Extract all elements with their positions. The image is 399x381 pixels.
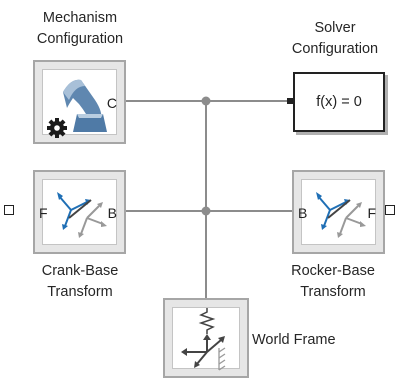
mechanism-configuration-label: Mechanism Configuration [36, 10, 124, 47]
rocker-base-transform-label: Rocker-Base Transform [291, 263, 375, 300]
rocker-port-f: F [367, 205, 376, 221]
crank-base-transform-label: Crank-Base Transform [41, 263, 119, 300]
rocker-base-transform-block[interactable]: B F [292, 170, 385, 254]
crank-port-f: F [39, 205, 48, 221]
world-frame-label: World Frame [252, 332, 336, 348]
world-frame-block[interactable] [163, 298, 249, 378]
rocker-port-b: B [298, 205, 308, 221]
crank-base-transform-block[interactable]: F B [33, 170, 126, 254]
solver-configuration-label: Solver Configuration [291, 20, 379, 57]
rocker-frame-port-box [385, 205, 395, 215]
junction-dot-top [201, 96, 211, 106]
world-frame-icon [181, 308, 226, 371]
mechanism-port-c: C [106, 95, 117, 111]
solver-configuration-block[interactable]: f(x) = 0 [293, 72, 385, 132]
solver-function-text: f(x) = 0 [316, 94, 362, 110]
crank-port-b: B [107, 205, 117, 221]
mechanism-gear-icon [47, 79, 107, 138]
solver-port-marker [287, 98, 293, 104]
crank-frame-port-box [4, 205, 14, 215]
junction-dot-bottom [201, 206, 211, 216]
rigid-transform-icon [57, 192, 107, 238]
mechanism-configuration-block[interactable]: C [33, 60, 126, 144]
rigid-transform-icon [316, 192, 366, 238]
